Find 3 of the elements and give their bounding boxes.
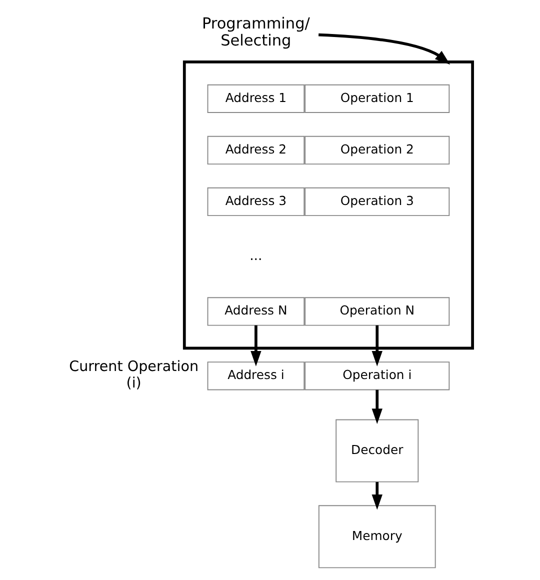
- node-text: Programming/ Selecting: [201, 14, 310, 50]
- node-label: Current Operation (i): [68, 359, 198, 392]
- label: ...: [249, 249, 262, 264]
